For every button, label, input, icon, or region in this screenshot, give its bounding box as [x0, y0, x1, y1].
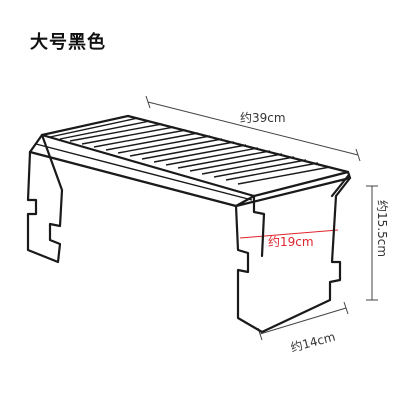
- width-label: 约14cm: [289, 329, 337, 355]
- height-dimension: 约15.5cm: [366, 185, 390, 301]
- length-dimension: 约39cm: [145, 95, 361, 162]
- product-title: 大号黑色: [30, 32, 106, 53]
- rack-frame: [26, 114, 352, 334]
- length-label: 约39cm: [240, 110, 286, 125]
- height-label: 约15.5cm: [375, 200, 390, 257]
- depth-label: 约19cm: [268, 234, 314, 249]
- wire-grid: [35, 117, 331, 201]
- depth-dimension: 约19cm: [239, 229, 339, 249]
